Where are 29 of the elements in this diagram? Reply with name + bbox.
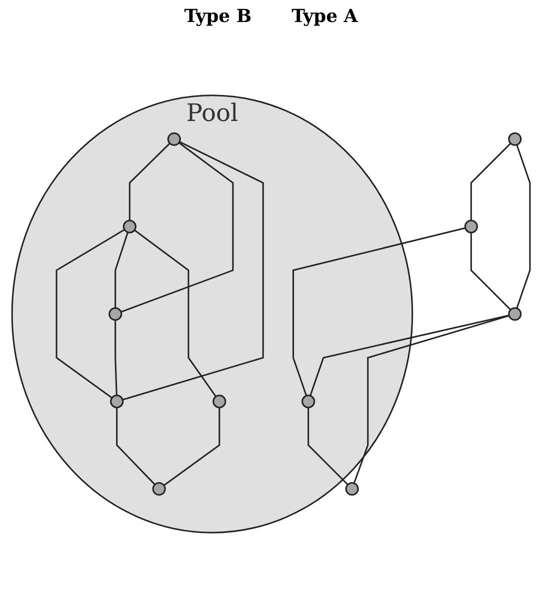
node-circle — [152, 482, 166, 496]
connector — [470, 142, 512, 221]
connector — [114, 320, 118, 396]
graph-label: Type A — [292, 6, 358, 27]
node-circle — [464, 220, 478, 234]
connector — [310, 314, 510, 396]
connector — [292, 227, 466, 396]
node-circle — [122, 220, 136, 234]
connector — [308, 407, 348, 486]
connector — [122, 141, 264, 400]
connector — [164, 407, 220, 486]
node-circle — [345, 482, 359, 496]
connector — [56, 229, 125, 399]
node-circle — [108, 307, 122, 321]
node-circle — [302, 394, 316, 408]
connector — [120, 142, 234, 313]
node-circle — [508, 307, 522, 321]
connector — [116, 407, 156, 486]
connector — [353, 315, 510, 484]
node-circle — [110, 394, 124, 408]
graph-label: Type B — [184, 6, 252, 27]
connector — [128, 142, 170, 221]
connector — [134, 230, 216, 397]
connector — [114, 232, 128, 308]
node-circle — [508, 132, 522, 146]
connector — [516, 144, 531, 309]
node-circle — [212, 394, 226, 408]
connector — [470, 232, 512, 310]
node-circle — [167, 132, 181, 146]
